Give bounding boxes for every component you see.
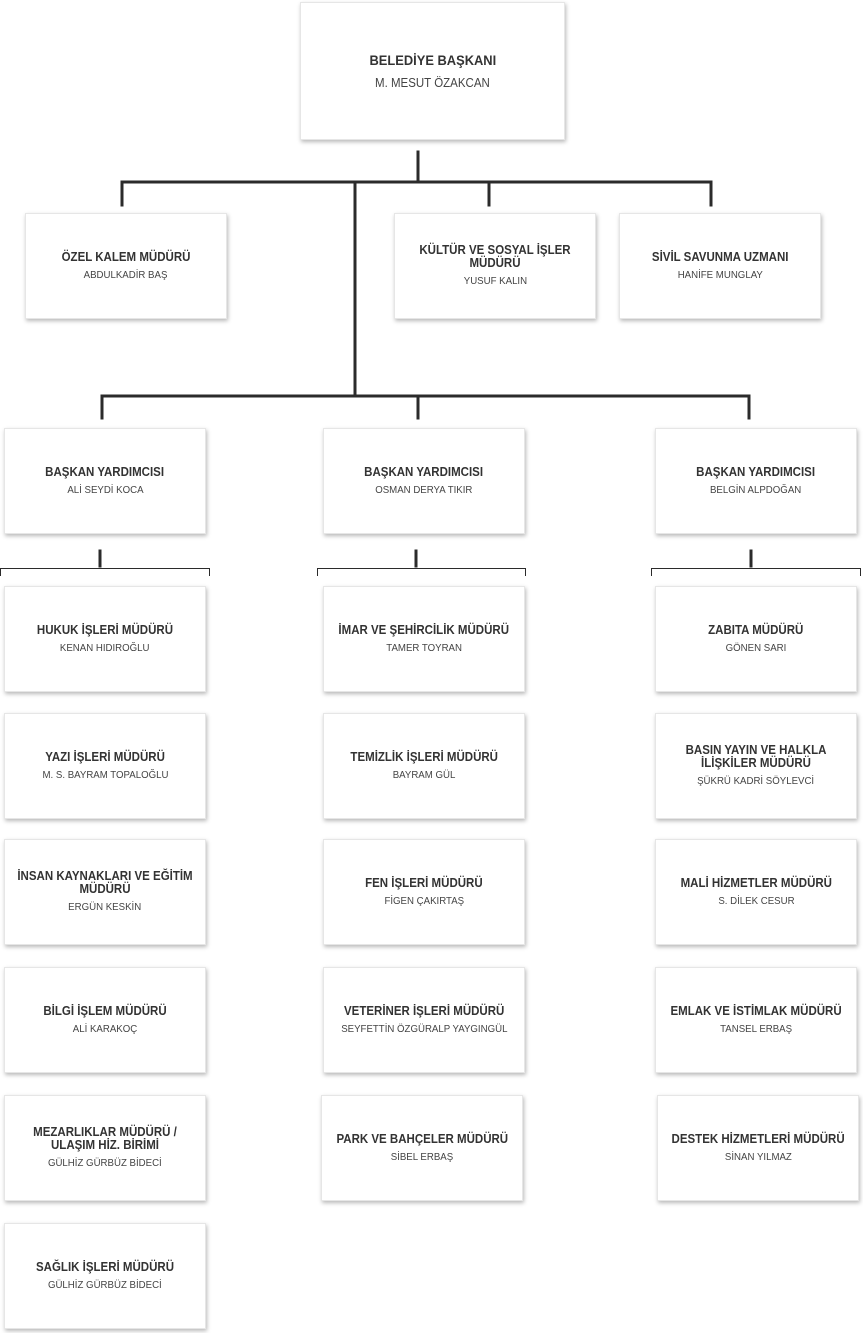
department-head: ERGÜN KESKİN [68, 901, 142, 913]
department-card: TEMİZLİK İŞLERİ MÜDÜRÜ BAYRAM GÜL [323, 713, 525, 819]
department-head: ŞÜKRÜ KADRİ SÖYLEVCİ [697, 775, 815, 787]
department-head: GÜLHİZ GÜRBÜZ BİDECİ [48, 1157, 162, 1169]
department-card: FEN İŞLERİ MÜDÜRÜ FİGEN ÇAKIRTAŞ [323, 839, 525, 945]
department-title: ZABITA MÜDÜRÜ [708, 622, 804, 637]
advisor-name: HANİFE MUNGLAY [677, 268, 763, 281]
department-title: İNSAN KAYNAKLARI VE EĞİTİM MÜDÜRÜ [17, 869, 193, 896]
department-title: İMAR VE ŞEHİRCİLİK MÜDÜRÜ [338, 622, 510, 637]
department-title: MEZARLIKLAR MÜDÜRÜ / ULAŞIM HİZ. BİRİMİ [33, 1125, 177, 1152]
deputy-card: BAŞKAN YARDIMCISI ALİ SEYDİ KOCA [4, 428, 206, 534]
deputy-name: ALİ SEYDİ KOCA [66, 483, 144, 496]
mayor-card: BELEDİYE BAŞKANI M. MESUT ÖZAKCAN [300, 2, 565, 140]
department-title: PARK VE BAHÇELER MÜDÜRÜ [336, 1131, 508, 1146]
department-card: EMLAK VE İSTİMLAK MÜDÜRÜ TANSEL ERBAŞ [655, 967, 857, 1073]
department-card: YAZI İŞLERİ MÜDÜRÜ M. S. BAYRAM TOPALOĞL… [4, 713, 206, 819]
department-title: SAĞLIK İŞLERİ MÜDÜRÜ [36, 1259, 174, 1274]
department-head: TAMER TOYRAN [386, 641, 462, 654]
department-title: EMLAK VE İSTİMLAK MÜDÜRÜ [670, 1003, 842, 1018]
department-title: BASIN YAYIN VE HALKLA İLİŞKİLER MÜDÜRÜ [685, 743, 827, 770]
deputy-title: BAŞKAN YARDIMCISI [364, 464, 484, 479]
department-head: GÖNEN SARI [725, 641, 787, 654]
department-title: HUKUK İŞLERİ MÜDÜRÜ [36, 622, 174, 637]
department-head: SİNAN YILMAZ [724, 1150, 792, 1163]
mayor-name: M. MESUT ÖZAKCAN [375, 76, 490, 90]
advisor-card: KÜLTÜR VE SOSYAL İŞLER MÜDÜRÜ YUSUF KALI… [394, 213, 596, 319]
department-title: YAZI İŞLERİ MÜDÜRÜ [45, 749, 165, 764]
department-card: SAĞLIK İŞLERİ MÜDÜRÜ GÜLHİZ GÜRBÜZ BİDEC… [4, 1223, 206, 1329]
mayor-title: BELEDİYE BAŞKANI [369, 52, 496, 68]
deputy-card: BAŞKAN YARDIMCISI OSMAN DERYA TIKIR [323, 428, 525, 534]
department-head: KENAN HIDIROĞLU [60, 641, 150, 654]
department-card: İMAR VE ŞEHİRCİLİK MÜDÜRÜ TAMER TOYRAN [323, 586, 525, 692]
department-head: M. S. BAYRAM TOPALOĞLU [42, 768, 168, 781]
department-card: İNSAN KAYNAKLARI VE EĞİTİM MÜDÜRÜ ERGÜN … [4, 839, 206, 945]
department-head: S. DİLEK CESUR [717, 894, 795, 907]
department-card: BASIN YAYIN VE HALKLA İLİŞKİLER MÜDÜRÜ Ş… [655, 713, 857, 819]
advisor-card: ÖZEL KALEM MÜDÜRÜ ABDULKADİR BAŞ [25, 213, 227, 319]
department-title: BİLGİ İŞLEM MÜDÜRÜ [43, 1003, 167, 1018]
advisor-card: SİVİL SAVUNMA UZMANI HANİFE MUNGLAY [619, 213, 821, 319]
department-card: DESTEK HİZMETLERİ MÜDÜRÜ SİNAN YILMAZ [657, 1095, 859, 1201]
department-title: DESTEK HİZMETLERİ MÜDÜRÜ [671, 1131, 845, 1146]
department-card: VETERİNER İŞLERİ MÜDÜRÜ SEYFETTİN ÖZGÜRA… [323, 967, 525, 1073]
department-card: MEZARLIKLAR MÜDÜRÜ / ULAŞIM HİZ. BİRİMİ … [4, 1095, 206, 1201]
department-head: BAYRAM GÜL [392, 768, 456, 781]
department-head: TANSEL ERBAŞ [720, 1022, 792, 1035]
department-head: ALİ KARAKOÇ [72, 1022, 138, 1035]
advisor-name: YUSUF KALIN [463, 275, 527, 287]
department-head: GÜLHİZ GÜRBÜZ BİDECİ [48, 1278, 162, 1291]
department-title: TEMİZLİK İŞLERİ MÜDÜRÜ [350, 749, 498, 764]
advisor-title: ÖZEL KALEM MÜDÜRÜ [61, 249, 191, 264]
department-card: HUKUK İŞLERİ MÜDÜRÜ KENAN HIDIROĞLU [4, 586, 206, 692]
advisor-name: ABDULKADİR BAŞ [84, 268, 168, 281]
advisor-title: KÜLTÜR VE SOSYAL İŞLER MÜDÜRÜ [419, 243, 571, 270]
deputy-card: BAŞKAN YARDIMCISI BELGİN ALPDOĞAN [655, 428, 857, 534]
department-card: ZABITA MÜDÜRÜ GÖNEN SARI [655, 586, 857, 692]
deputy-title: BAŞKAN YARDIMCISI [45, 464, 165, 479]
deputy-name: BELGİN ALPDOĞAN [710, 483, 802, 496]
department-head: SİBEL ERBAŞ [390, 1150, 454, 1163]
department-card: BİLGİ İŞLEM MÜDÜRÜ ALİ KARAKOÇ [4, 967, 206, 1073]
department-card: PARK VE BAHÇELER MÜDÜRÜ SİBEL ERBAŞ [321, 1095, 523, 1201]
department-card: MALİ HİZMETLER MÜDÜRÜ S. DİLEK CESUR [655, 839, 857, 945]
department-title: VETERİNER İŞLERİ MÜDÜRÜ [343, 1003, 505, 1018]
advisor-title: SİVİL SAVUNMA UZMANI [651, 249, 789, 264]
deputy-name: OSMAN DERYA TIKIR [375, 483, 473, 496]
department-head: FİGEN ÇAKIRTAŞ [384, 894, 464, 907]
deputy-title: BAŞKAN YARDIMCISI [696, 464, 816, 479]
department-title: MALİ HİZMETLER MÜDÜRÜ [680, 875, 832, 890]
department-title: FEN İŞLERİ MÜDÜRÜ [365, 875, 483, 890]
department-head: SEYFETTİN ÖZGÜRALP YAYGINGÜL [340, 1022, 508, 1035]
